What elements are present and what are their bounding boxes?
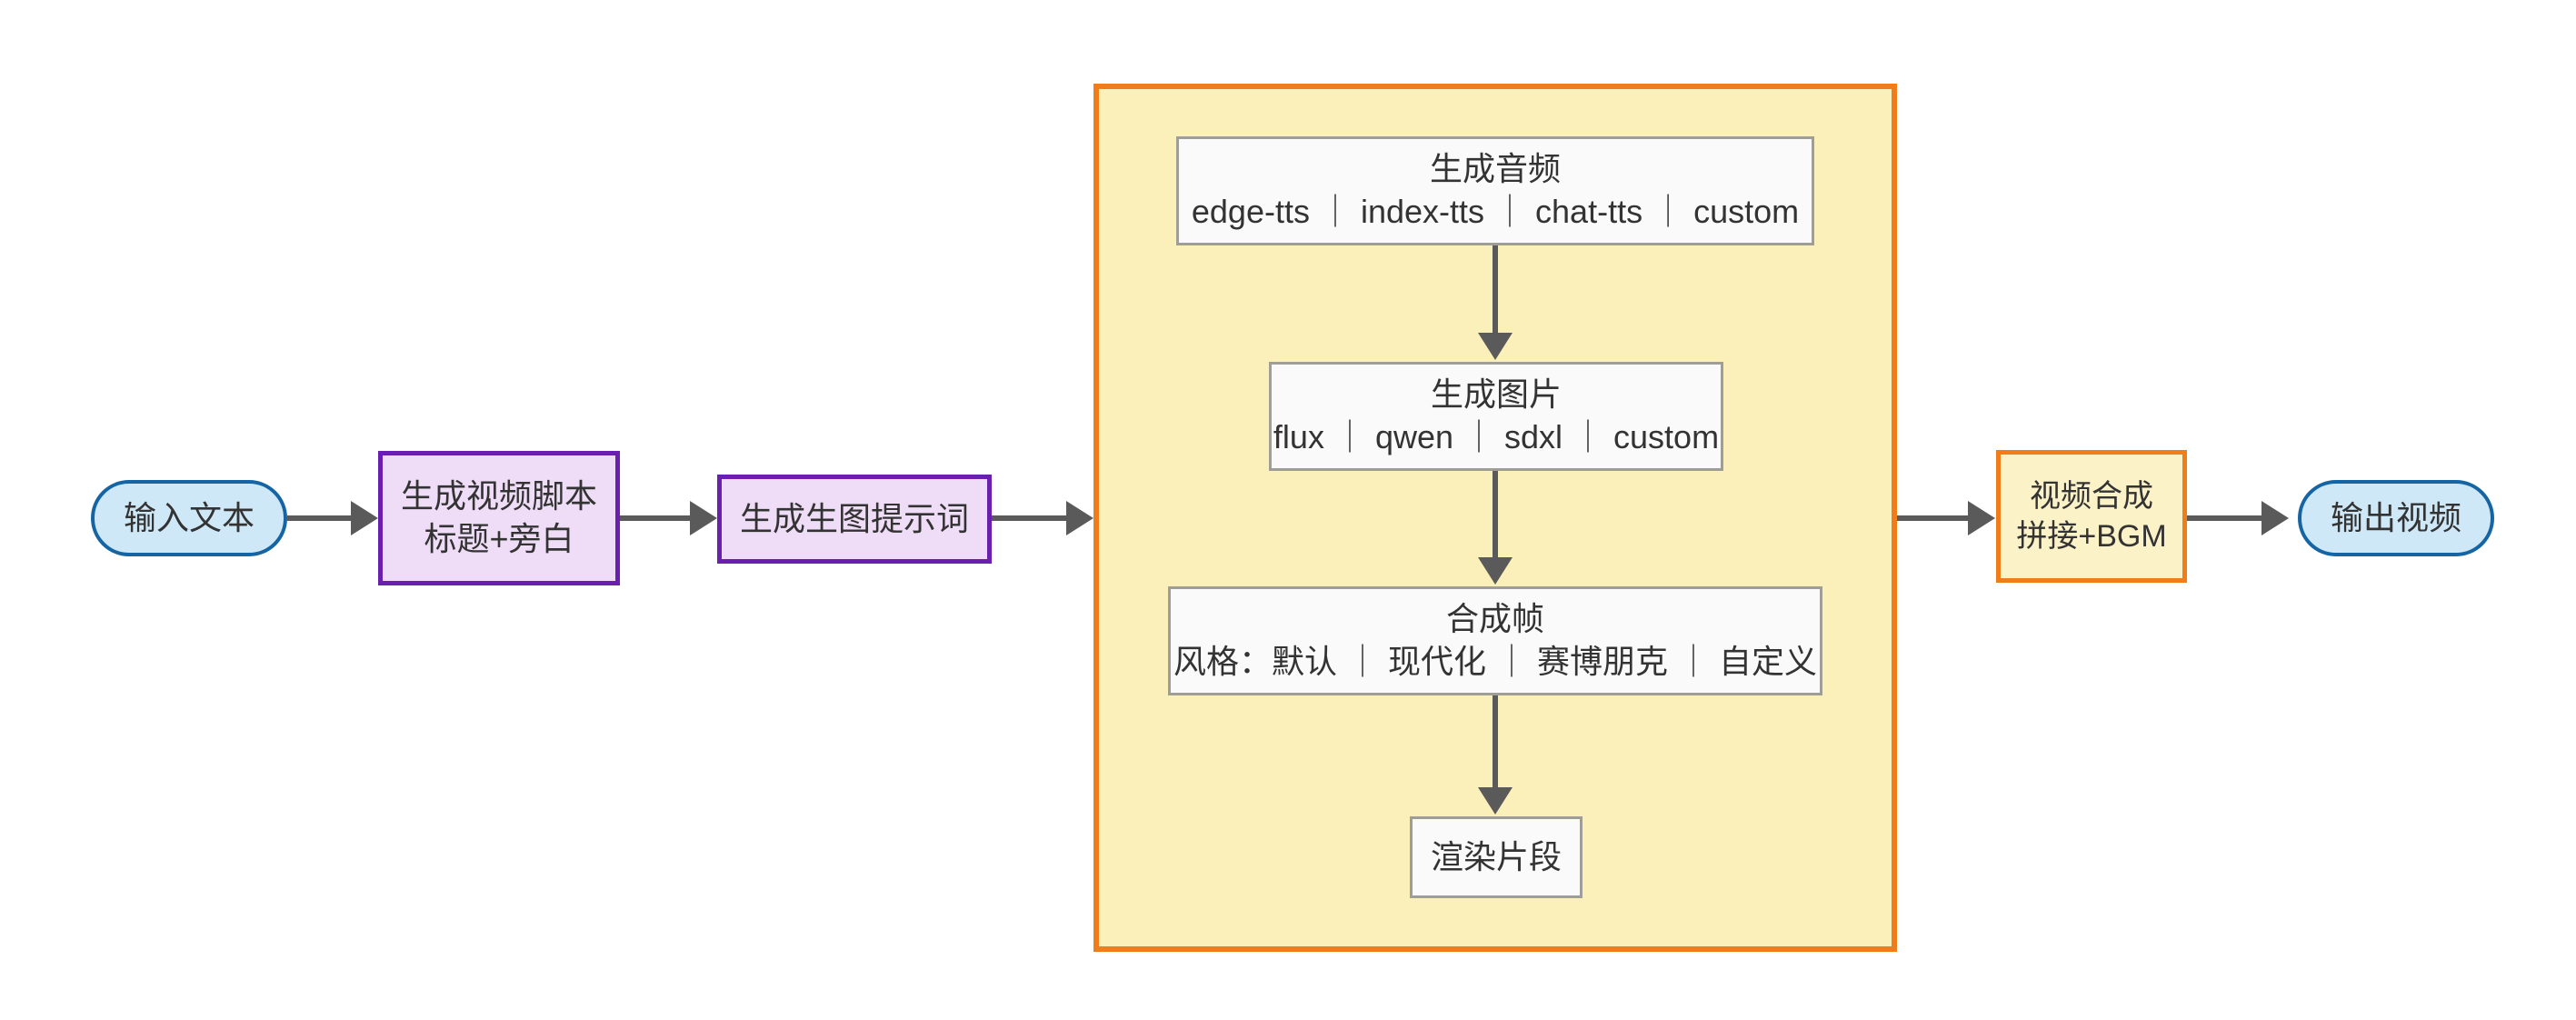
node-generate-script-line2: 标题+旁白: [424, 520, 574, 557]
edge-pipeline-to-compose: [1897, 515, 1970, 521]
node-generate-image-line1: 生成图片: [1430, 375, 1562, 414]
node-generate-audio-line2: edge-tts ｜ index-tts ｜ chat-tts ｜ custom: [1191, 193, 1800, 230]
edge-script-to-prompt-arrowhead: [690, 501, 717, 535]
edge-compose-to-output: [2187, 515, 2263, 521]
edge-script-to-prompt: [620, 515, 692, 521]
edge-prompt-to-pipeline-arrowhead: [1066, 501, 1093, 535]
node-compose-frame[interactable]: 合成帧 风格：默认 ｜ 现代化 ｜ 赛博朋克 ｜ 自定义: [1168, 586, 1822, 695]
node-render-segment[interactable]: 渲染片段: [1410, 816, 1583, 898]
node-generate-image[interactable]: 生成图片 flux ｜ qwen ｜ sdxl ｜ custom: [1269, 362, 1723, 471]
node-video-compose-line1: 视频合成: [2030, 478, 2153, 514]
edge-image-to-frame: [1493, 471, 1498, 559]
node-video-compose[interactable]: 视频合成 拼接+BGM: [1996, 450, 2187, 583]
edge-pipeline-to-compose-arrowhead: [1968, 501, 1995, 535]
node-render-segment-label: 渲染片段: [1430, 837, 1562, 875]
edge-frame-to-render-arrowhead: [1478, 787, 1513, 815]
edge-input-to-script: [287, 515, 353, 521]
node-output-video-label: 输出视频: [2330, 498, 2461, 536]
edge-image-to-frame-arrowhead: [1478, 557, 1513, 585]
node-output-video[interactable]: 输出视频: [2298, 480, 2494, 556]
edge-audio-to-image: [1493, 245, 1498, 335]
node-compose-frame-line2: 风格：默认 ｜ 现代化 ｜ 赛博朋克 ｜ 自定义: [1173, 643, 1817, 680]
node-generate-audio-line1: 生成音频: [1429, 150, 1561, 188]
node-generate-script-line1: 生成视频脚本: [400, 477, 597, 515]
node-input-text[interactable]: 输入文本: [91, 480, 287, 556]
edge-prompt-to-pipeline: [992, 515, 1068, 521]
node-input-text-label: 输入文本: [123, 498, 255, 536]
node-compose-frame-line1: 合成帧: [1445, 600, 1544, 638]
node-generate-script[interactable]: 生成视频脚本 标题+旁白: [378, 451, 620, 585]
node-video-compose-line2: 拼接+BGM: [2016, 519, 2167, 554]
node-generate-image-prompt[interactable]: 生成生图提示词: [717, 475, 992, 564]
node-generate-image-prompt-label: 生成生图提示词: [739, 499, 969, 537]
edge-audio-to-image-arrowhead: [1478, 333, 1513, 360]
node-generate-image-line2: flux ｜ qwen ｜ sdxl ｜ custom: [1273, 418, 1720, 455]
edge-input-to-script-arrowhead: [351, 501, 378, 535]
edge-frame-to-render: [1493, 695, 1498, 789]
edge-compose-to-output-arrowhead: [2261, 501, 2289, 535]
node-generate-audio[interactable]: 生成音频 edge-tts ｜ index-tts ｜ chat-tts ｜ c…: [1176, 136, 1814, 245]
